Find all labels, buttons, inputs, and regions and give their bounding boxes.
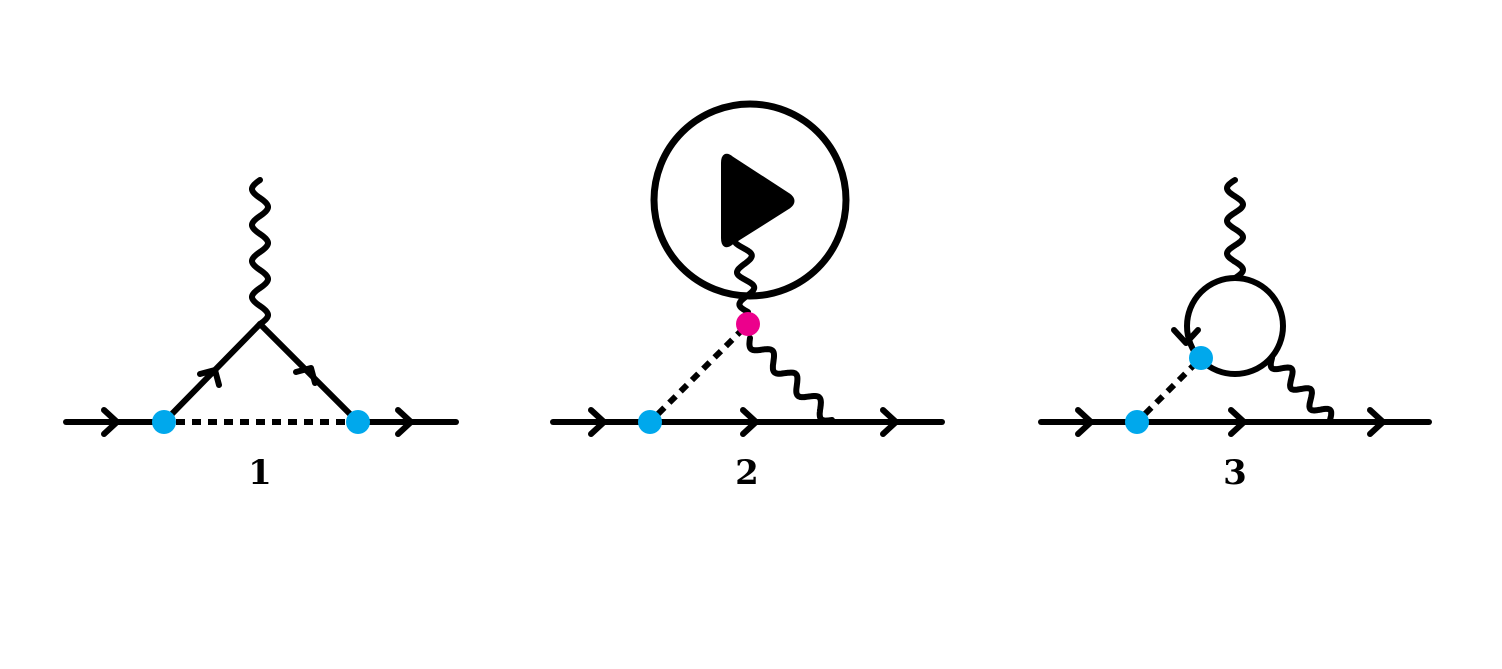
vertex-dot xyxy=(638,410,662,434)
diagram-label-3: 3 xyxy=(1223,453,1247,493)
fermion-arrow xyxy=(1171,327,1201,346)
vertex-dot xyxy=(1189,346,1213,370)
diagram-2 xyxy=(550,229,945,437)
fermion-propagator-right xyxy=(257,321,361,425)
vertex-dot xyxy=(152,410,176,434)
scalar-propagator xyxy=(655,329,743,417)
photon-propagator xyxy=(746,335,835,424)
fermion-arrow xyxy=(880,407,899,437)
vertex-dot xyxy=(346,410,370,434)
diagram-1 xyxy=(63,177,459,437)
play-icon[interactable] xyxy=(721,153,795,248)
scalar-propagator xyxy=(1142,362,1197,417)
diagram-label-1: 1 xyxy=(248,453,272,493)
fermion-arrow xyxy=(197,367,222,388)
external-photon xyxy=(249,177,271,327)
fermion-arrow xyxy=(1228,407,1247,437)
fermion-arrow xyxy=(1075,407,1094,437)
diagram-3 xyxy=(1038,177,1432,437)
fermion-arrow xyxy=(293,365,318,386)
external-photon xyxy=(731,229,758,315)
fermion-arrow xyxy=(740,407,759,437)
play-button-ring[interactable] xyxy=(650,100,850,300)
external-photon xyxy=(1224,177,1246,281)
fermion-arrow xyxy=(588,407,607,437)
fermion-arrow xyxy=(101,407,120,437)
fermion-arrow xyxy=(1367,407,1386,437)
vertex-dot-magenta xyxy=(736,312,760,336)
vertex-dot xyxy=(1125,410,1149,434)
diagram-label-2: 2 xyxy=(735,453,759,493)
fermion-arrow xyxy=(395,407,414,437)
photon-propagator xyxy=(1267,355,1335,423)
play-button[interactable] xyxy=(650,100,850,300)
